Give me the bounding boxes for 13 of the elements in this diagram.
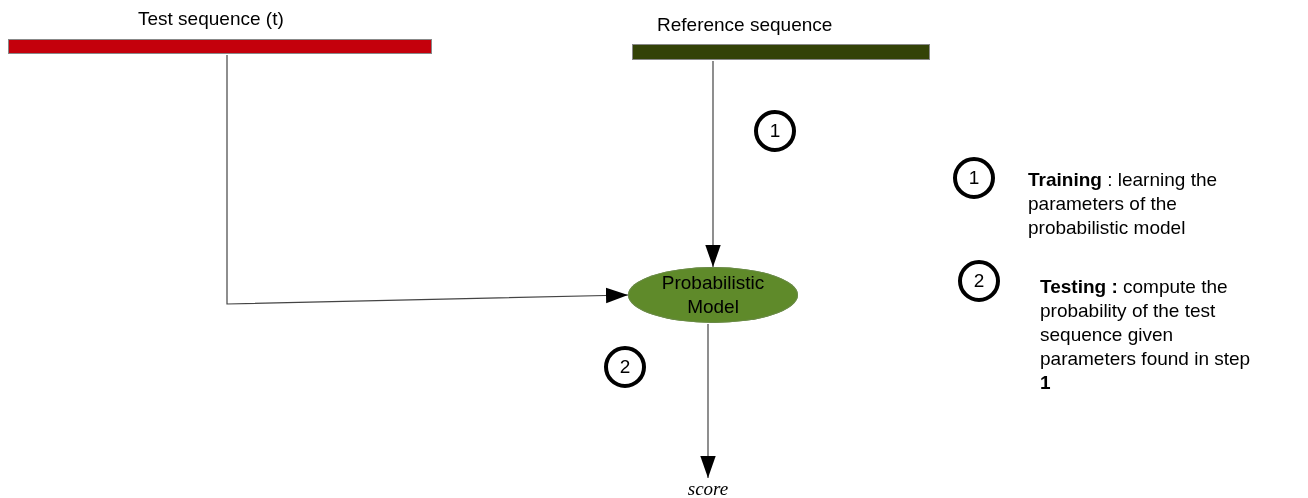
step-number-circle: 1 xyxy=(754,110,796,152)
sequence-label: Reference sequence xyxy=(657,14,833,36)
arrow xyxy=(226,54,629,305)
step-description: Testing : compute the probability of the test sequence given parameters found in step 1 xyxy=(1040,275,1252,395)
step-description: Training : learning the parameters of the probabilistic model xyxy=(1028,168,1219,240)
output-label: score xyxy=(680,478,736,498)
step-number-circle: 2 xyxy=(958,260,1000,302)
arrow xyxy=(700,323,716,479)
step-number-circle: 2 xyxy=(604,346,646,388)
model-ellipse: Probabilistic Model xyxy=(628,267,798,323)
sequence-label: Test sequence (t) xyxy=(138,8,284,30)
step-number-circle: 1 xyxy=(953,157,995,199)
arrow xyxy=(705,60,721,268)
